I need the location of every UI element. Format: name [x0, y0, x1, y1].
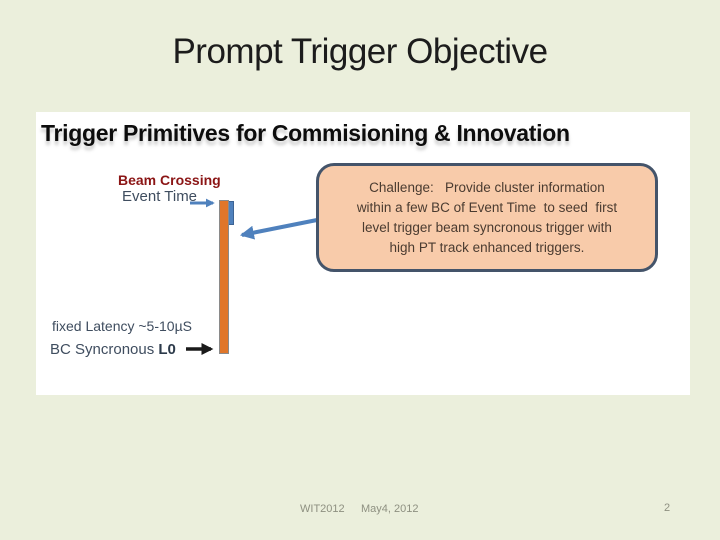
footer-date: May4, 2012: [361, 503, 419, 515]
latency-timeline-bar: [219, 200, 229, 354]
beam-crossing-label: Beam Crossing: [118, 172, 221, 188]
slide-title: Prompt Trigger Objective: [172, 32, 548, 71]
bc-l0-arrow-icon: [186, 343, 214, 355]
bc-syncronous-level: L0: [158, 341, 176, 358]
footer-page-number: 2: [664, 502, 671, 514]
event-time-label: Event Time: [122, 188, 198, 205]
content-panel: Trigger Primitives for Commisioning & In…: [36, 112, 690, 395]
challenge-callout: Challenge: Provide cluster information w…: [316, 163, 658, 272]
bc-syncronous-text: BC Syncronous: [50, 341, 159, 358]
challenge-callout-text: Challenge: Provide cluster information w…: [356, 179, 618, 255]
event-time-arrow-icon: [190, 198, 215, 208]
callout-arrow-icon: [239, 217, 323, 240]
panel-heading: Trigger Primitives for Commisioning & In…: [41, 120, 570, 146]
bc-syncronous-label: BC Syncronous L0: [50, 341, 176, 358]
footer-conference: WIT2012: [300, 503, 345, 515]
fixed-latency-label: fixed Latency ~5-10µS: [52, 318, 192, 334]
